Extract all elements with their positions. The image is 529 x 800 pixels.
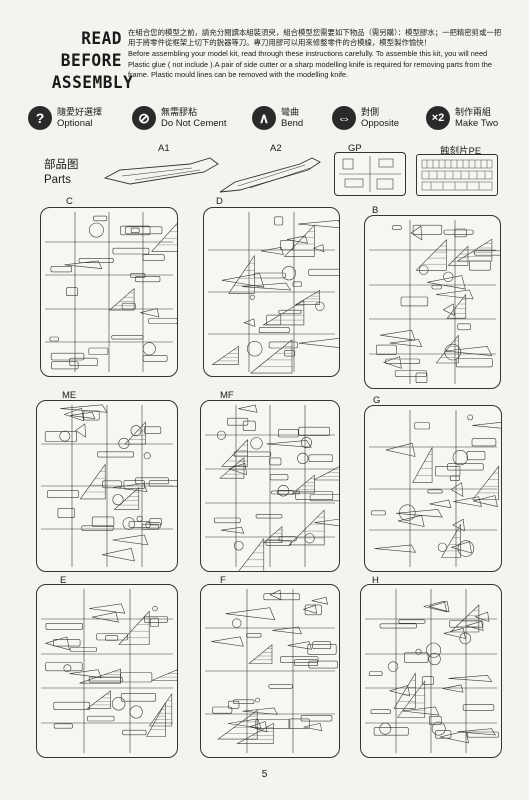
label-sprue-g: G <box>373 395 381 406</box>
label-sprue-d: D <box>216 196 223 207</box>
question-icon: ? <box>28 106 52 130</box>
sprue-me-drawing <box>41 404 177 567</box>
sprue-e-drawing <box>41 589 177 753</box>
sprue-f-drawing <box>205 589 338 753</box>
intro-english: Before assembling your model kit, read t… <box>128 49 492 79</box>
label-sprue-e: E <box>60 575 67 586</box>
opposite-icon: ⇔ <box>332 106 356 130</box>
sprue-g-drawing <box>369 410 501 567</box>
label-a1: A1 <box>158 143 170 154</box>
bend-icon: ∧ <box>252 106 276 130</box>
photo-etch-drawing <box>421 159 493 191</box>
label-pe: 蝕刻片PE <box>440 146 482 157</box>
sprue-gp-drawing <box>339 156 401 192</box>
parts-title-en: Parts <box>44 174 71 186</box>
legend-bend-cn: 彎曲 <box>281 107 300 117</box>
read-before-assembly-heading: READ BEFORE ASSEMBLY <box>48 28 134 94</box>
sprue-e <box>36 584 178 758</box>
sprue-me <box>36 400 178 572</box>
sprue-f <box>200 584 340 758</box>
no-glue-icon: ⊘ <box>132 106 156 130</box>
sprue-d <box>203 207 340 377</box>
label-a2: A2 <box>270 143 282 154</box>
sprue-h-drawing <box>365 589 500 753</box>
label-sprue-f: F <box>220 575 226 586</box>
photo-etch-sheet <box>416 154 498 196</box>
legend-make-two-en: Make Two <box>455 118 499 129</box>
sprue-mf-drawing <box>205 404 339 571</box>
parts-title: 部品图 Parts <box>44 158 79 188</box>
label-sprue-h: H <box>372 575 379 586</box>
label-sprue-b: B <box>372 205 379 216</box>
sprue-gp <box>334 152 406 196</box>
intro-chinese: 在組合您的模型之前，請充分閱讀本組裝須臾，組合模型您需要如下物品（需另購）：模型… <box>128 28 502 48</box>
sprue-d-drawing <box>208 212 339 374</box>
legend-optional-cn: 隨愛好選擇 <box>57 107 103 117</box>
sprue-g <box>364 405 502 572</box>
page-number: 5 <box>261 769 268 780</box>
sprue-b-drawing <box>369 220 500 384</box>
fuselage-parts-drawing <box>103 157 321 193</box>
sprue-h <box>360 584 502 758</box>
label-sprue-me: ME <box>62 390 77 401</box>
sprue-c <box>40 207 178 377</box>
legend-bend-en: Bend <box>281 118 304 129</box>
heading-line-1: READ <box>81 29 122 49</box>
label-sprue-mf: MF <box>220 390 234 401</box>
intro-text: 在組合您的模型之前，請充分閱讀本組裝須臾，組合模型您需要如下物品（需另購）：模型… <box>128 28 506 80</box>
sprue-c-drawing <box>45 212 177 372</box>
heading-line-2: BEFORE <box>60 51 122 71</box>
legend-opposite-cn: 對側 <box>361 107 380 117</box>
sprue-b <box>364 215 501 389</box>
legend-opposite-en: Opposite <box>361 118 400 129</box>
heading-line-3: ASSEMBLY <box>51 73 134 93</box>
label-sprue-c: C <box>66 196 73 207</box>
sprue-mf <box>200 400 340 572</box>
fuselage-a2-shape <box>219 157 321 193</box>
legend-optional-en: Optional <box>57 118 93 129</box>
parts-title-cn: 部品图 <box>44 159 79 171</box>
legend-make-two-cn: 制作兩組 <box>455 107 492 117</box>
fuselage-a1-shape <box>103 157 219 185</box>
legend-no-cement-cn: 無需膠粘 <box>161 107 198 117</box>
label-gp: GP <box>348 143 362 154</box>
make-two-icon: ×2 <box>426 106 450 130</box>
legend-no-cement-en: Do Not Cement <box>161 118 227 129</box>
